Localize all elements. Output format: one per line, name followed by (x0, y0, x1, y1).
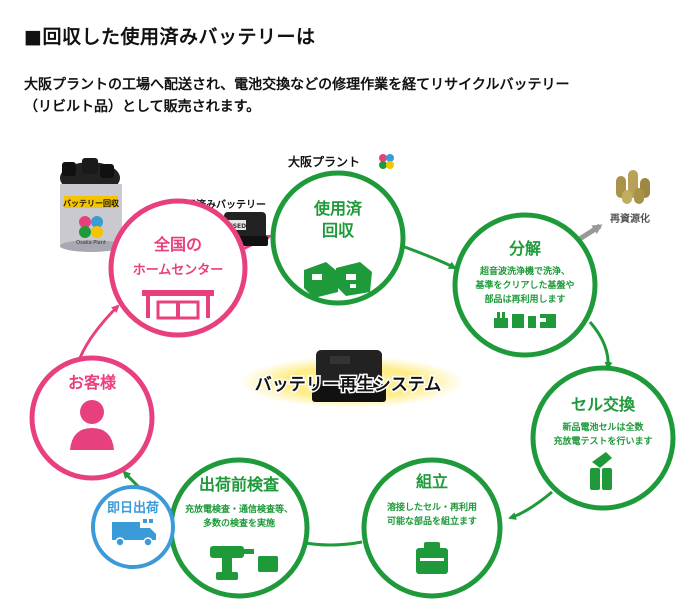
collection-line1: 使用済 (313, 199, 363, 218)
node-assembly: 組立 溶接したセル・再利用 可能な部品を組立ます (361, 457, 503, 599)
disassembly-desc3: 部品は再利用します (484, 293, 565, 305)
cell-title: セル交換 (571, 395, 636, 414)
can-label: バッテリー回収 (63, 198, 120, 208)
arrow-customer-to-home (78, 304, 120, 359)
node-collection: 使用済 回収 (270, 170, 406, 306)
clover-logo-icon (79, 216, 103, 238)
collection-can: バッテリー回収 Osaka Plant (60, 158, 122, 252)
node-home-center: 全国の ホームセンター (108, 198, 248, 338)
store-icon (142, 290, 214, 320)
page-heading: ■回収した使用済みバッテリーは (24, 26, 316, 48)
center-title: バッテリー再生システム (255, 374, 442, 395)
battery-tag: USED (228, 223, 246, 230)
inspection-title: 出荷前検査 (199, 475, 279, 494)
resource-coins-icon (616, 170, 650, 204)
collection-line2: 回収 (322, 221, 355, 240)
assembly-desc1: 溶接したセル・再利用 (387, 501, 477, 513)
node-customer: お客様 (29, 355, 155, 481)
node-cell-exchange: セル交換 新品電池セルは全数 充放電テストを行います (530, 365, 676, 511)
cell-desc2: 充放電テストを行います (553, 435, 652, 447)
disassembly-title: 分解 (509, 239, 541, 258)
disassembly-desc1: 超音波洗浄機で洗浄、 (479, 265, 570, 277)
person-icon (70, 400, 114, 450)
battery-cells-icon (590, 452, 612, 490)
assembled-battery-icon (416, 542, 448, 574)
home-center-line2: ホームセンター (133, 263, 224, 278)
arrow-to-recycle (576, 223, 603, 243)
node-same-day-ship: 即日出荷 (91, 485, 175, 569)
truck-icon (112, 519, 156, 547)
node-inspection: 出荷前検査 充放電検査・通信検査等、 多数の検査を実施 (168, 457, 310, 599)
brand-clover-icon (379, 154, 394, 169)
disassembly-desc2: 基準をクリアした基盤や (474, 279, 574, 291)
center-battery-icon (312, 350, 386, 402)
can-logo-text: Osaka Plant (76, 240, 106, 246)
drill-icon (210, 546, 278, 580)
arrow-assembly-to-inspection (298, 539, 363, 548)
recycle-label: 再資源化 (610, 212, 650, 225)
cell-desc1: 新品電池セルは全数 (562, 421, 644, 433)
assembly-desc2: 可能な部品を組立ます (387, 515, 477, 527)
ship-title: 即日出荷 (107, 500, 159, 516)
center-emblem: バッテリー再生システム (240, 350, 464, 408)
intro-text: 大阪プラントの工場へ配送され、電池交換などの修理作業を経てリサイクルバッテリー … (24, 74, 684, 118)
node-disassembly: 分解 超音波洗浄機で洗浄、 基準をクリアした基盤や 部品は再利用します (452, 212, 598, 358)
customer-title: お客様 (68, 373, 117, 392)
home-center-line1: 全国の (153, 235, 202, 254)
intro-line-1: 大阪プラントの工場へ配送され、電池交換などの修理作業を経てリサイクルバッテリー (24, 77, 570, 93)
parts-icon (494, 312, 556, 328)
inspection-desc1: 充放電検査・通信検査等、 (185, 503, 293, 515)
arrow-collection-to-disassembly (401, 244, 457, 270)
assembly-title: 組立 (416, 472, 448, 491)
intro-line-2: （リビルト品）として販売されます。 (24, 99, 261, 115)
arrow-cell-to-assembly (508, 490, 553, 520)
brand-label: 大阪プラント (288, 154, 360, 169)
inspection-desc2: 多数の検査を実施 (203, 517, 275, 529)
battery-pack-icon (304, 262, 372, 298)
arrow-disassembly-to-cell (588, 321, 613, 370)
